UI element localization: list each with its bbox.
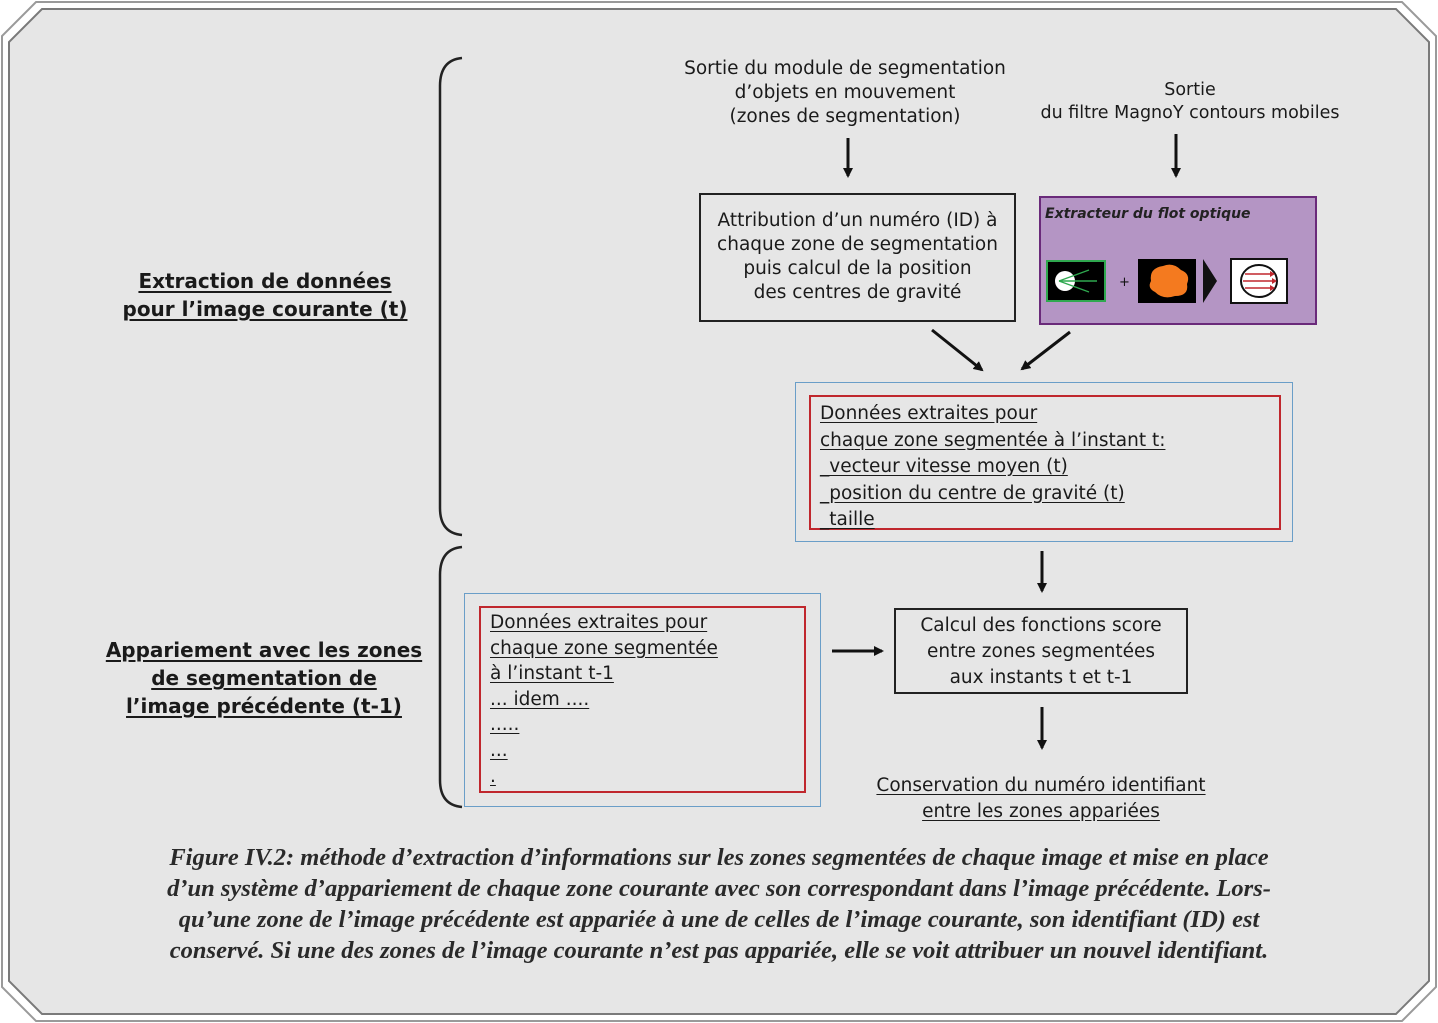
arrow-flow-to-data (1020, 330, 1071, 371)
seg-output-line: Sortie du module de segmentation (684, 58, 1006, 79)
section-current-line: Extraction de données (138, 269, 392, 293)
brace-matching (438, 545, 463, 809)
data-t1-line: Données extraites pour (490, 612, 708, 633)
brace-current (438, 56, 463, 537)
id-box-line: des centres de gravité (753, 282, 962, 303)
data-t-line: _taille (820, 509, 875, 530)
magnoy-output-label: Sortie du filtre MagnoY contours mobiles (1020, 79, 1360, 125)
id-box-line: chaque zone de segmentation (717, 234, 998, 255)
seg-output-line: (zones de segmentation) (729, 106, 961, 127)
optical-flow-title: Extracteur du flot optique (1045, 206, 1251, 222)
data-t-line: _vecteur vitesse moyen (t) (820, 456, 1068, 477)
score-box-line: entre zones segmentées (926, 641, 1156, 662)
chevron-right-icon (1203, 259, 1217, 303)
data-t1-line: ... (490, 739, 508, 761)
conservation-line: entre les zones appariées (922, 801, 1160, 822)
seg-output-line: d’objets en mouvement (734, 82, 956, 103)
conservation-line: Conservation du numéro identifiant (876, 775, 1206, 796)
magnoy-output-line: du filtre MagnoY contours mobiles (1040, 103, 1340, 123)
data-t1-box: Données extraites pour chaque zone segme… (479, 606, 806, 793)
data-t1-line: ... idem .... (490, 688, 590, 710)
id-box-line: Attribution d’un numéro (ID) à (717, 210, 998, 231)
caption-line: conservé. Si une des zones de l’image co… (169, 937, 1269, 964)
score-box-line: aux instants t et t-1 (949, 667, 1133, 688)
data-t1-line: ..... (490, 714, 520, 736)
section-current-line: pour l’image courante (t) (122, 297, 408, 321)
data-t1-outer-box: Données extraites pour chaque zone segme… (464, 593, 821, 807)
figure-caption: Figure IV.2: méthode d’extraction d’info… (20, 842, 1418, 966)
magnoy-output-line: Sortie (1164, 80, 1216, 100)
data-t-line: chaque zone segmentée à l’instant t: (820, 429, 1166, 451)
data-t-line: _position du centre de gravité (t) (820, 482, 1125, 504)
section-label-matching: Appariement avec les zones de segmentati… (88, 636, 440, 720)
caption-line: Figure IV.2: méthode d’extraction d’info… (169, 844, 1269, 871)
data-t1-line: chaque zone segmentée (490, 637, 718, 659)
data-t-outer-box: Données extraites pour chaque zone segme… (795, 382, 1293, 542)
optical-flow-extractor-box: Extracteur du flot optique + (1039, 196, 1317, 325)
data-t1-line: à l’instant t-1 (490, 663, 614, 685)
arrow-id-to-data (931, 328, 984, 372)
plus-sign: + (1119, 275, 1130, 290)
section-matching-line: de segmentation de (151, 666, 377, 690)
section-label-current: Extraction de données pour l’image coura… (100, 267, 430, 323)
section-matching-line: Appariement avec les zones (105, 638, 423, 662)
data-t-box: Données extraites pour chaque zone segme… (809, 395, 1281, 530)
flow-icons: + (1046, 258, 1288, 304)
id-attribution-box: Attribution d’un numéro (ID) à chaque zo… (699, 193, 1016, 322)
data-t-line: Données extraites pour (820, 403, 1038, 424)
score-box-line: Calcul des fonctions score (920, 615, 1162, 636)
id-box-line: puis calcul de la position (743, 258, 972, 279)
score-function-box: Calcul des fonctions score entre zones s… (894, 608, 1188, 694)
data-t1-line: . (490, 765, 496, 787)
section-matching-line: l’image précédente (t-1) (126, 694, 402, 718)
segmentation-output-label: Sortie du module de segmentation d’objet… (640, 57, 1050, 129)
caption-line: qu’une zone de l’image précédente est ap… (178, 906, 1260, 933)
conservation-label: Conservation du numéro identifiant entre… (820, 773, 1262, 825)
caption-line: d’un système d’appariement de chaque zon… (167, 875, 1271, 902)
